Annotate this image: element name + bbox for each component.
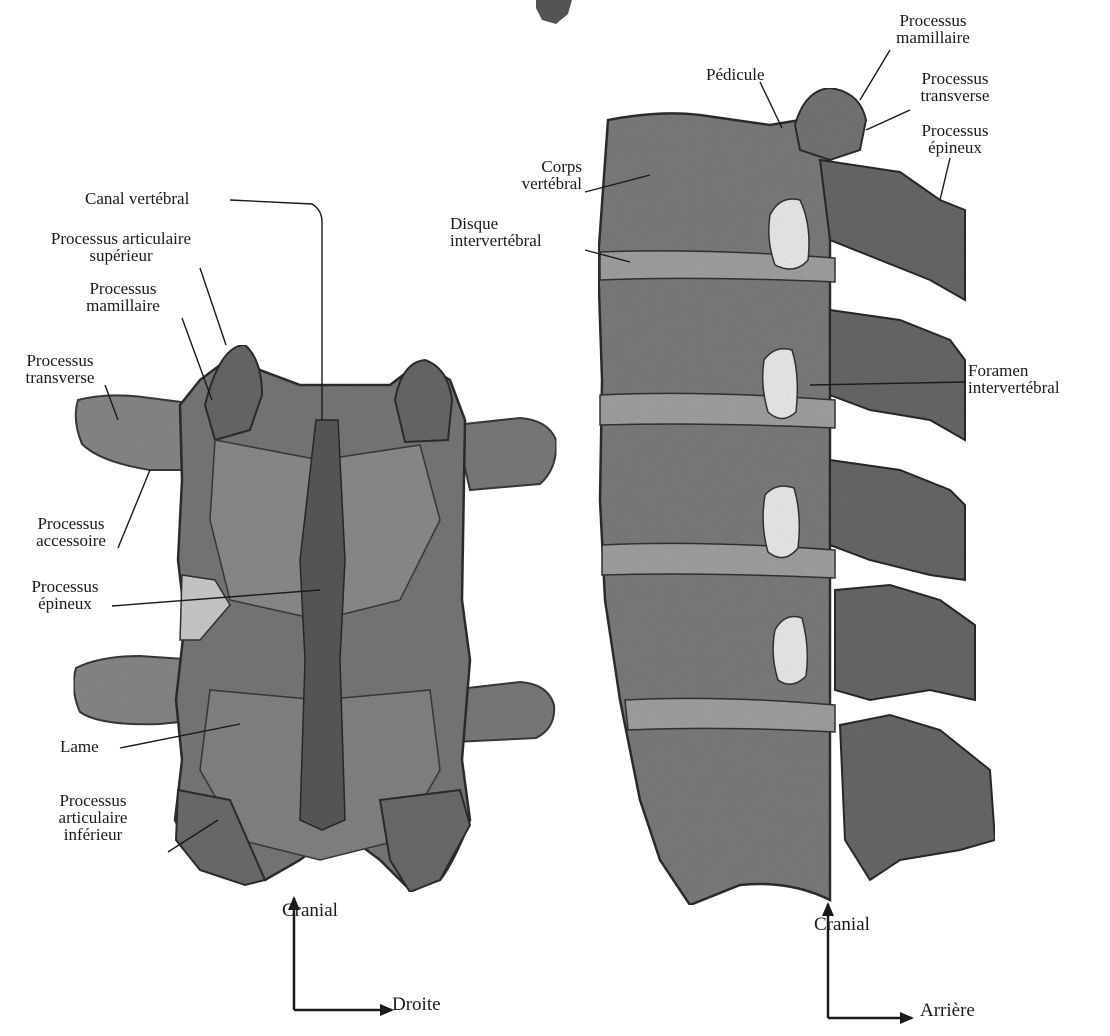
lateral-vertebrae: [598, 88, 995, 905]
label-processus-articulaire-superieur: Processus articulaire supérieur: [6, 230, 236, 264]
spinous-process-3: [830, 460, 965, 580]
disc-3: [602, 543, 835, 578]
label-processus-transverse-posterior: Processus transverse: [0, 352, 120, 386]
leader-mamillaire-lateral: [860, 50, 890, 100]
leader-articulaire-superieur: [200, 268, 226, 345]
leader-pedicule: [760, 82, 782, 128]
disc-4: [625, 698, 835, 732]
axis-label-arriere: Arrière: [920, 1002, 975, 1019]
label-canal-vertebral: Canal vertébral: [85, 190, 189, 207]
leader-epineux-lateral: [940, 158, 950, 200]
right-superior-articular-process: [395, 360, 452, 442]
right-transverse-process-upper: [455, 418, 556, 490]
foramen-2: [763, 349, 798, 419]
axis-label-cranial-lateral: Cranial: [814, 916, 870, 933]
foramen-3: [763, 486, 799, 558]
spinous-process-1: [820, 160, 965, 300]
label-processus-mamillaire-posterior: Processus mamillaire: [48, 280, 198, 314]
foramen-1: [769, 199, 809, 269]
disc-2: [600, 393, 835, 428]
spinous-process-5: [840, 715, 995, 880]
label-processus-epineux-posterior: Processus épineux: [10, 578, 120, 612]
top-process-cluster: [795, 88, 866, 160]
spinous-process-4: [835, 585, 975, 700]
label-pedicule: Pédicule: [706, 66, 765, 83]
label-processus-mamillaire-lateral: Processus mamillaire: [858, 12, 1008, 46]
label-processus-articulaire-inferieur: Processus articulaire inférieur: [18, 792, 168, 843]
right-inferior-articular-process: [380, 790, 470, 892]
label-processus-accessoire: Processus accessoire: [16, 515, 126, 549]
label-lame: Lame: [60, 738, 99, 755]
label-foramen-intervertebral: Foramen intervertébral: [968, 362, 1060, 396]
label-disque-intervertebral: Disque intervertébral: [450, 215, 542, 249]
foramen-4: [773, 617, 807, 685]
label-corps-vertebral: Corps vertébral: [440, 158, 582, 192]
axis-label-droite: Droite: [392, 996, 441, 1013]
spinous-process-2: [830, 310, 965, 440]
axis-label-cranial-posterior: Cranial: [282, 902, 338, 919]
top-bone-fragment: [536, 0, 572, 24]
label-processus-epineux-lateral: Processus épineux: [890, 122, 1020, 156]
label-processus-transverse-lateral: Processus transverse: [890, 70, 1020, 104]
